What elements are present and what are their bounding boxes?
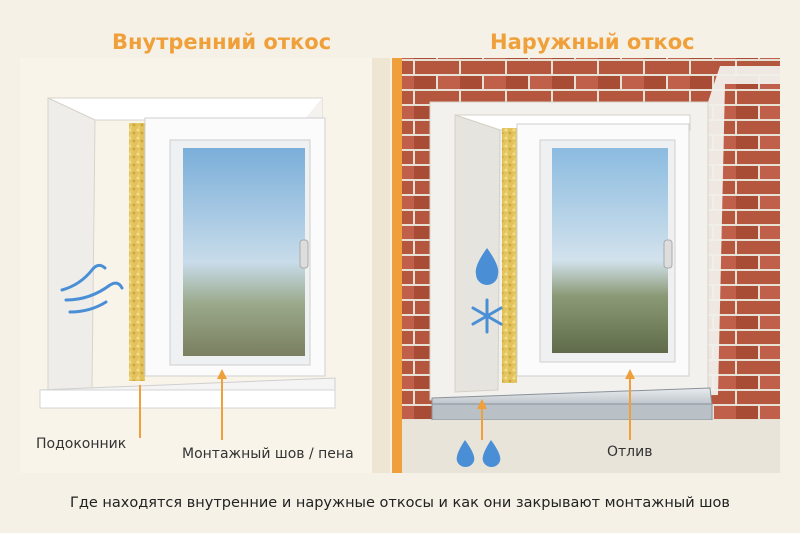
caption: Где находятся внутренние и наружные отко… [70, 495, 730, 511]
window-glass-inner [183, 148, 305, 356]
water-drop-icon [475, 248, 499, 285]
foam-seam-inner [129, 123, 145, 381]
wind-icon [60, 263, 124, 314]
label-sill: Подоконник [36, 436, 127, 452]
snowflake-icon [471, 298, 503, 334]
water-drops-icon [456, 440, 501, 468]
label-seam: Монтажный шов / пена [182, 446, 354, 462]
title-inner-slope: Внутренний откос [112, 30, 332, 54]
label-drip: Отлив [607, 444, 653, 460]
title-outer-slope: Наружный откос [490, 30, 695, 54]
window-glass-outer [552, 148, 668, 353]
foam-seam-outer [502, 128, 517, 383]
divider [392, 58, 402, 473]
